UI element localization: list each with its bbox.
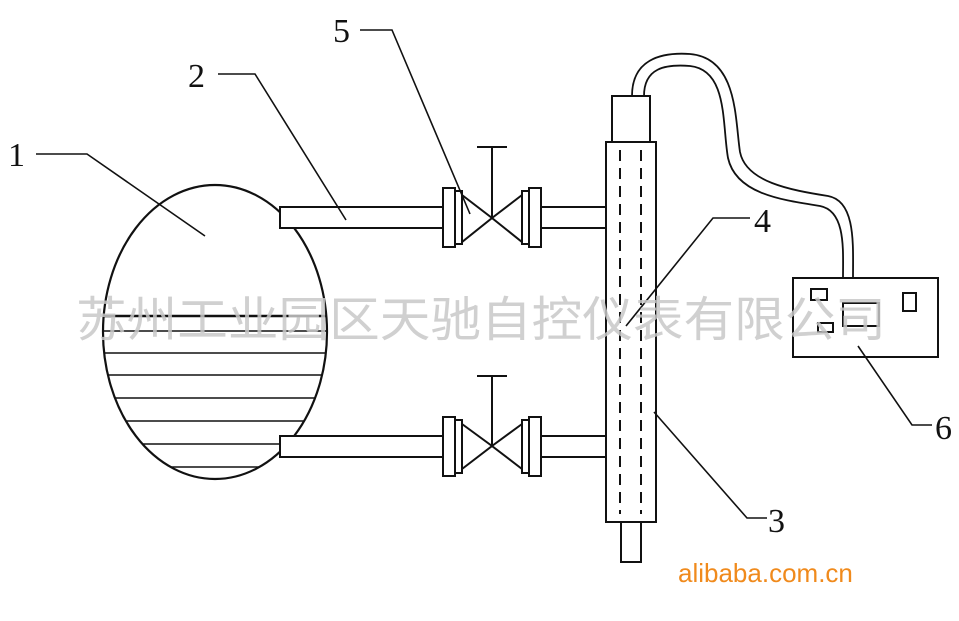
measuring-chamber bbox=[605, 95, 657, 563]
callout-5: 5 bbox=[333, 13, 350, 50]
leader-4 bbox=[625, 217, 750, 327]
leader-6 bbox=[857, 345, 932, 426]
leader-2 bbox=[218, 73, 347, 221]
leader-5 bbox=[360, 29, 471, 215]
upper-flange-left-inner bbox=[454, 190, 463, 245]
company-watermark: 苏州工业园区天驰自控仪表有限公司 bbox=[76, 292, 886, 348]
controller-small-button bbox=[817, 322, 834, 333]
upper-nozzle-pipe bbox=[279, 206, 444, 229]
callout-2: 2 bbox=[188, 58, 205, 95]
controller-indicator-light bbox=[810, 288, 828, 301]
lower-flange-right bbox=[528, 416, 542, 477]
leader-3 bbox=[653, 411, 767, 519]
upper-flange-left bbox=[442, 187, 456, 248]
upper-valve bbox=[461, 146, 523, 245]
lower-flange-right-inner bbox=[521, 419, 530, 474]
chamber-bottom-drain bbox=[620, 521, 642, 563]
upper-flange-right bbox=[528, 187, 542, 248]
controller-connector bbox=[902, 292, 917, 312]
callout-numbers: 1 2 5 4 3 6 bbox=[8, 13, 952, 540]
callout-1: 1 bbox=[8, 137, 25, 174]
leader-1 bbox=[36, 153, 206, 237]
controller-display bbox=[842, 302, 880, 327]
lower-nozzle-pipe bbox=[279, 435, 444, 458]
lower-pipe-assembly bbox=[279, 375, 607, 477]
callout-3: 3 bbox=[768, 503, 785, 540]
lower-flange-left-inner bbox=[454, 419, 463, 474]
chamber-top-head bbox=[611, 95, 651, 143]
upper-flange-right-inner bbox=[521, 190, 530, 245]
signal-cable bbox=[631, 52, 854, 279]
upper-pipe-to-chamber bbox=[540, 206, 607, 229]
upper-pipe-assembly bbox=[279, 146, 607, 248]
source-credit: alibaba.com.cn bbox=[678, 558, 853, 588]
lower-flange-left bbox=[442, 416, 456, 477]
leader-lines bbox=[36, 29, 932, 519]
lower-pipe-to-chamber bbox=[540, 435, 607, 458]
callout-6: 6 bbox=[935, 410, 952, 447]
chamber-tube bbox=[605, 141, 657, 523]
controller-box bbox=[792, 277, 939, 358]
lower-valve bbox=[461, 375, 523, 472]
callout-4: 4 bbox=[754, 203, 771, 240]
